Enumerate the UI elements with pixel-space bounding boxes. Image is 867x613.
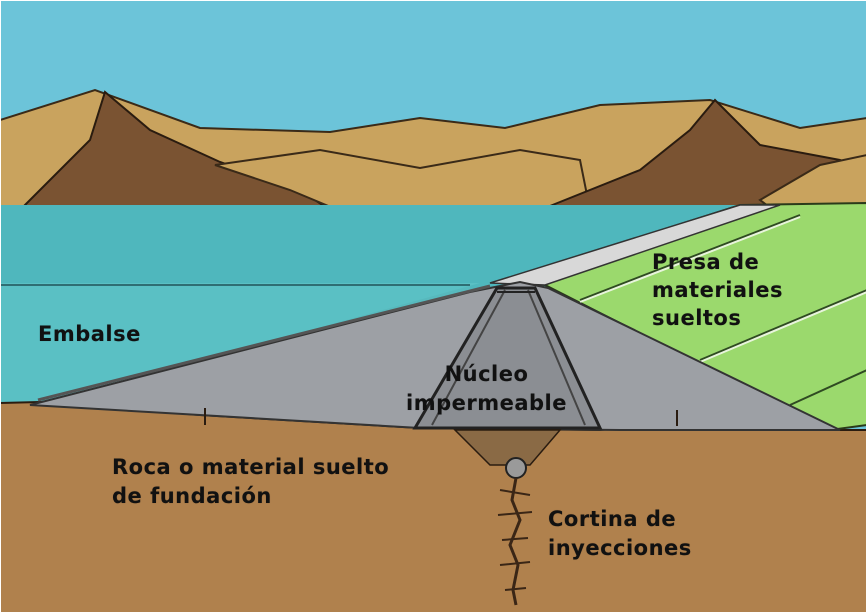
- label-impermeable-core-line-2: impermeable: [406, 391, 567, 415]
- dam-upstream-shell: [29, 280, 841, 431]
- label-foundation: Roca o material suelto de fundación: [112, 453, 389, 511]
- label-grout-curtain: Cortina de inyecciones: [548, 505, 692, 563]
- label-foundation-line-2: de fundación: [112, 484, 272, 508]
- berm-white-2: [699, 291, 867, 363]
- label-grout-curtain-line-1: Cortina de: [548, 507, 677, 531]
- label-grout-curtain-line-2: inyecciones: [548, 536, 692, 560]
- middle-hills: [214, 148, 592, 217]
- berm-line-1: [579, 214, 801, 301]
- reservoir-water-lower: [0, 283, 480, 405]
- label-loose-material-dam: Presa de materiales sueltos: [652, 248, 783, 332]
- impermeable-core: [412, 286, 603, 430]
- label-impermeable-core-line-1: Núcleo: [444, 362, 529, 386]
- core-filter-left: [431, 289, 506, 426]
- upstream-face: [37, 284, 491, 402]
- label-loose-material-dam-line-1: Presa de: [652, 250, 760, 274]
- grout-curtain-top: [453, 429, 562, 466]
- label-loose-material-dam-line-3: sueltos: [652, 306, 742, 330]
- label-reservoir: Embalse: [38, 322, 141, 346]
- berm-white-1: [579, 216, 801, 303]
- grout-curtain-spikes: [497, 489, 533, 591]
- label-impermeable-core: Núcleo impermeable: [406, 360, 567, 418]
- label-loose-material-dam-line-2: materiales: [652, 278, 783, 302]
- grout-gallery: [505, 457, 527, 479]
- core-filter-right: [527, 289, 586, 426]
- label-foundation-line-1: Roca o material suelto: [112, 455, 390, 479]
- berm-line-4: [789, 369, 867, 406]
- berm-line-3: [699, 289, 867, 361]
